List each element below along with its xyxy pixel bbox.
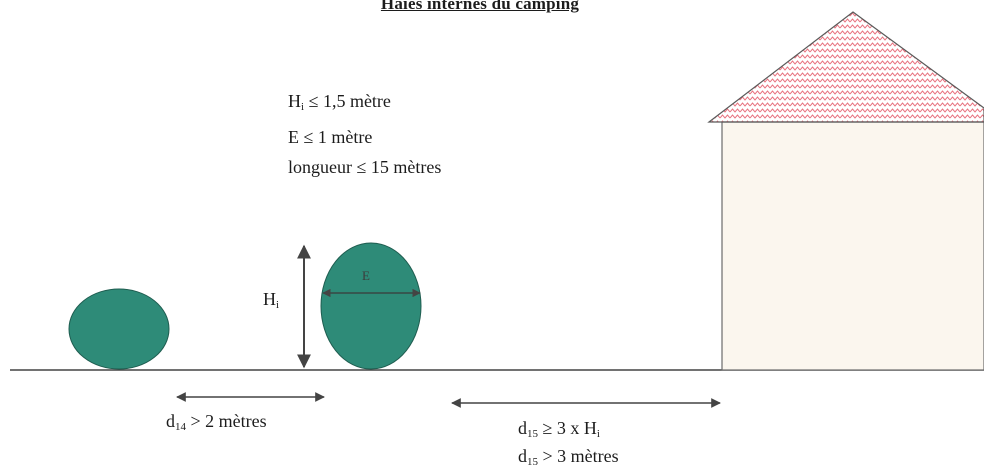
d15-rule-2: d15 > 3 mètres (518, 446, 619, 468)
d14-sub: 14 (175, 421, 186, 433)
d15-var-1: d (518, 418, 527, 438)
height-label-sub: i (276, 299, 280, 311)
height-label-var: H (263, 289, 276, 309)
width-rule: E ≤ 1 mètre (288, 127, 373, 147)
height-rule: Hi ≤ 1,5 mètre (288, 86, 441, 122)
d14-var: d (166, 411, 175, 431)
d14-label: d14 > 2 mètres (166, 411, 267, 433)
d15-sub-1: 15 (527, 428, 538, 440)
d15-var-2: d (518, 446, 527, 466)
rules-block: Hi ≤ 1,5 mètre E ≤ 1 mètre longueur ≤ 15… (288, 86, 441, 182)
d15-text-1: ≥ 3 x H (538, 418, 597, 438)
height-label: Hi (263, 289, 279, 311)
diagram-title: Haies internes du camping (380, 0, 580, 13)
d15-sub-2: 15 (527, 456, 538, 468)
tall-hedge (320, 242, 422, 370)
house-wall (721, 121, 984, 371)
length-rule: longueur ≤ 15 mètres (288, 157, 442, 177)
width-label: E (362, 268, 370, 283)
d15-hi-sub: i (596, 428, 600, 440)
height-rule-sub: i (301, 101, 305, 113)
d14-text: > 2 mètres (186, 411, 267, 431)
small-hedge (68, 288, 170, 370)
house-roof (707, 11, 984, 123)
d15-rule-1: d15 ≥ 3 x Hi (518, 418, 600, 440)
height-rule-var: H (288, 91, 301, 111)
house (707, 11, 984, 371)
d15-text-2: > 3 mètres (538, 446, 619, 466)
height-rule-text: ≤ 1,5 mètre (304, 91, 391, 111)
